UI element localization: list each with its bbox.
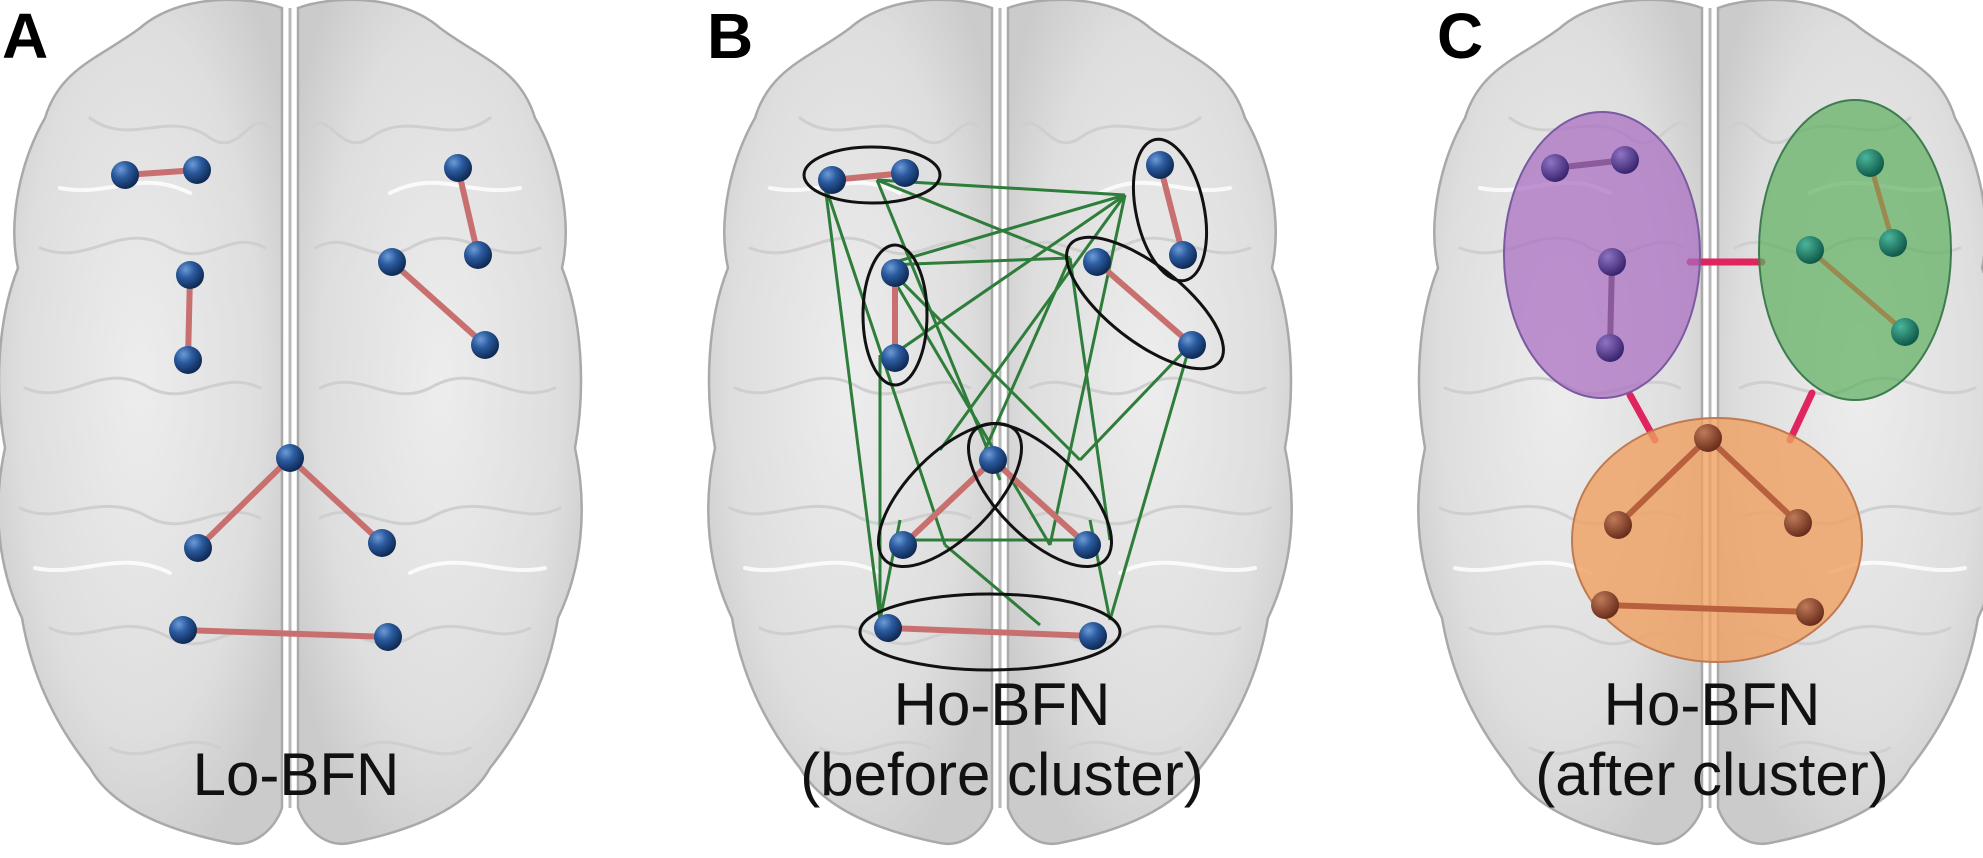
node: [881, 259, 909, 287]
panel-b-caption-line1: Ho-BFN: [894, 671, 1111, 738]
node: [1178, 331, 1206, 359]
panel-a-nodes: [111, 154, 499, 651]
edge: [185, 272, 193, 363]
node: [818, 166, 846, 194]
node: [374, 623, 402, 651]
edge: [883, 263, 1082, 462]
node: [1796, 598, 1824, 626]
node: [1169, 241, 1197, 269]
node: [464, 241, 492, 269]
node: [1784, 509, 1812, 537]
edge: [885, 625, 1096, 639]
node: [1796, 236, 1824, 264]
node: [1073, 531, 1101, 559]
node: [378, 248, 406, 276]
panel-c-nodes-orange: [1591, 424, 1824, 626]
edge: [1157, 162, 1186, 258]
node: [1598, 248, 1626, 276]
node: [471, 331, 499, 359]
edge: [883, 264, 1052, 546]
panel-b: B: [706, 0, 1294, 846]
cluster-link: [1786, 389, 1816, 444]
panel-b-nodes: [818, 151, 1206, 650]
edge: [287, 455, 385, 546]
panel-c-caption-line1: Ho-BFN: [1604, 671, 1821, 738]
node: [1611, 146, 1639, 174]
node: [444, 154, 472, 182]
node: [174, 346, 202, 374]
panel-a: A Lo-BFN: [0, 0, 584, 846]
node: [183, 156, 211, 184]
node: [1146, 151, 1174, 179]
node: [881, 344, 909, 372]
panel-c-nodes-purple: [1541, 146, 1639, 362]
node: [891, 159, 919, 187]
node: [1541, 154, 1569, 182]
panel-a-edges: [122, 165, 488, 640]
panel-a-letter: A: [2, 0, 48, 72]
panel-a-brain-image: [0, 0, 584, 846]
node: [1891, 318, 1919, 346]
hyperedge-ellipse: [966, 421, 1114, 569]
edge: [1094, 259, 1195, 348]
panel-b-letter: B: [707, 0, 753, 72]
edge: [900, 457, 996, 548]
node: [979, 446, 1007, 474]
edge: [990, 457, 1090, 548]
cluster-orange: [1571, 417, 1863, 663]
edge: [823, 184, 882, 621]
panel-c-edges-orange: [1602, 435, 1813, 615]
edge: [455, 165, 481, 258]
panel-c-caption-line2: (after cluster): [1535, 741, 1888, 808]
cluster-green: [1758, 99, 1952, 401]
panel-c: C: [1416, 0, 1983, 846]
node: [1694, 424, 1722, 452]
edge: [1108, 344, 1192, 621]
hyperedge-ellipse: [861, 243, 929, 387]
node: [368, 529, 396, 557]
panel-b-hyperedge-ellipses: [802, 137, 1225, 672]
hyperedge-ellipse: [1065, 235, 1225, 371]
node: [874, 614, 902, 642]
node: [1879, 229, 1907, 257]
edge: [1705, 435, 1801, 526]
node: [1856, 149, 1884, 177]
node: [276, 444, 304, 472]
node: [1591, 591, 1619, 619]
edge: [1068, 257, 1112, 541]
edge: [180, 627, 391, 640]
edge: [876, 178, 1126, 197]
node: [111, 161, 139, 189]
hyperedge-ellipse: [858, 592, 1122, 672]
edge: [389, 259, 488, 348]
node: [1083, 248, 1111, 276]
panel-a-caption: Lo-BFN: [193, 741, 400, 808]
edge: [195, 455, 293, 551]
edge: [1048, 194, 1127, 546]
edge: [1807, 247, 1908, 335]
edge: [983, 257, 1072, 451]
edge: [944, 543, 1041, 627]
node: [1604, 511, 1632, 539]
hyperedge-ellipse: [1132, 137, 1208, 283]
node: [176, 261, 204, 289]
edge: [1615, 435, 1711, 528]
panel-c-letter: C: [1437, 0, 1483, 72]
node: [1079, 622, 1107, 650]
edge: [1078, 343, 1192, 462]
edge: [1607, 259, 1615, 351]
node: [889, 531, 917, 559]
edge: [884, 193, 1126, 267]
panel-b-caption-line2: (before cluster): [800, 741, 1203, 808]
hyperedge-ellipse: [876, 421, 1024, 569]
edge: [1602, 602, 1813, 615]
node: [1596, 334, 1624, 362]
node: [169, 616, 197, 644]
panel-c-nodes-green: [1796, 149, 1919, 346]
node: [184, 534, 212, 562]
edge: [876, 178, 1071, 260]
hyperedge-ellipse: [802, 145, 942, 205]
edge: [875, 179, 1002, 481]
